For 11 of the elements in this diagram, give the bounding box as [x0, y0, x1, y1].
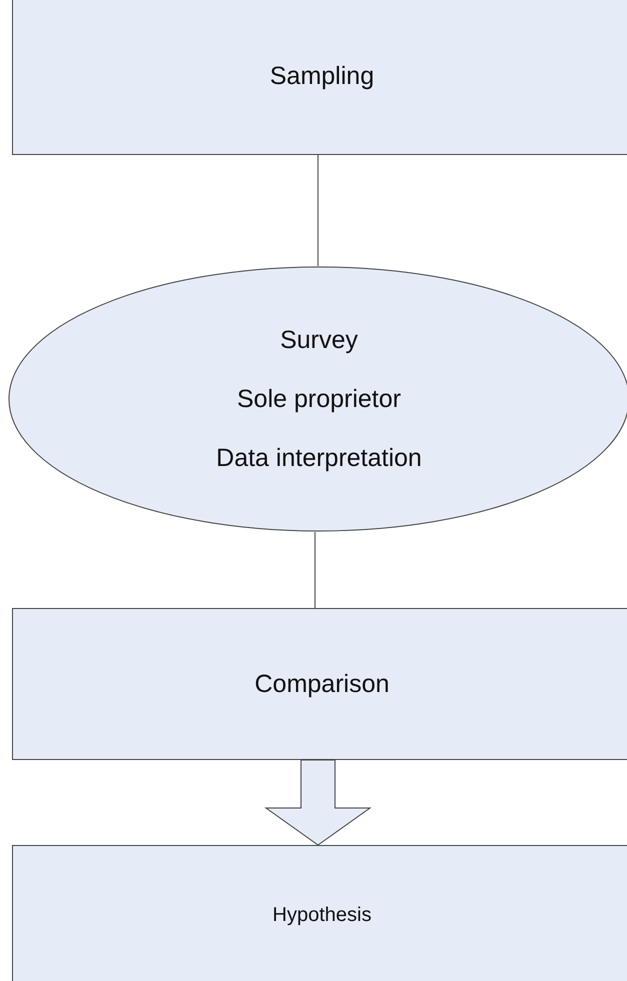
process-box — [12, 608, 627, 760]
node-label: Sampling — [270, 62, 374, 91]
process-box — [12, 0, 627, 155]
node-label: Data interpretation — [216, 444, 422, 472]
block-arrow — [264, 760, 372, 846]
node-label: Sole proprietor — [237, 384, 401, 414]
node-label: Survey — [280, 326, 358, 354]
node-label: Comparison — [254, 670, 390, 698]
process-box — [12, 845, 627, 981]
connector-line — [314, 532, 316, 608]
node-label: Hypothesis — [272, 904, 372, 926]
